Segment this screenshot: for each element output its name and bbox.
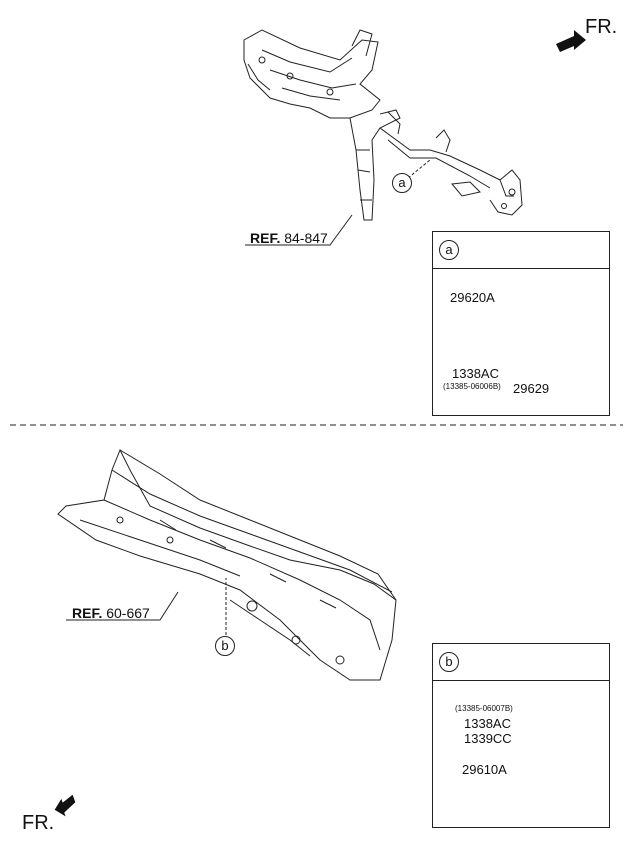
callout-leader-a [407,159,431,179]
detail-panel-header-b: b [433,644,609,681]
part-29629: 29629 [513,381,550,396]
ref-leader-top [245,214,353,246]
fr-label-bottom: FR. [22,812,55,834]
fr-arrow-bottom [54,794,76,817]
ref-label-top: REF. 84-847 [250,230,328,246]
part-1338AC-top: 1338AC [452,366,499,381]
callout-a: a [392,173,412,193]
detail-panel-b: b [432,643,610,828]
part-1339CC: 1339CC [464,731,512,746]
panel-callout-b: b [439,652,459,672]
cowl-panel-drawing [57,448,397,681]
ref-label-bottom: REF. 60-667 [72,605,150,621]
ref-prefix: REF. [250,230,281,246]
callout-b: b [215,636,235,656]
part-1338AC-bottom: 1338AC [464,716,511,731]
detail-panel-header: a [433,232,609,269]
ref-leader-bottom [66,591,179,621]
part-sub-bottom: (13385-06007B) [455,704,513,713]
part-sub-top: (13385-06006B) [443,382,501,391]
part-29620A: 29620A [450,290,495,305]
ref-number-bottom: 60-667 [106,605,150,621]
fr-label-top: FR. [585,16,618,38]
part-29610A: 29610A [462,762,507,777]
ref-prefix-bottom: REF. [72,605,103,621]
ref-number: 84-847 [284,230,328,246]
fr-arrow-top [556,30,586,52]
detail-panel-a: a [432,231,610,416]
cowl-crossmember-drawing [243,29,523,221]
panel-callout-a: a [439,240,459,260]
